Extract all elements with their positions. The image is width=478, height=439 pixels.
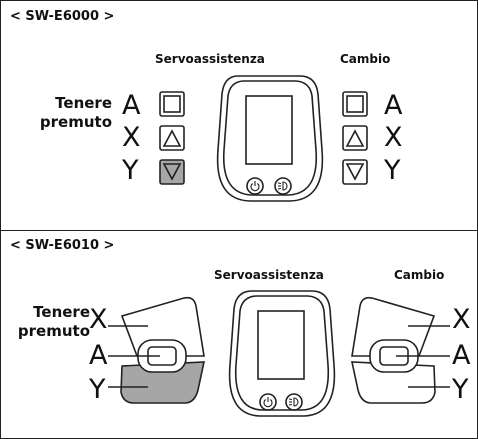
- paddle-upper[interactable]: [351, 296, 436, 357]
- assist-button-a[interactable]: [159, 91, 185, 117]
- power-button[interactable]: [259, 393, 277, 411]
- display-unit-e6000: [216, 75, 324, 202]
- letter-left-x: X: [122, 122, 141, 153]
- assist-button-x[interactable]: [159, 125, 185, 151]
- letter-right-a: A: [384, 90, 403, 121]
- display-housing-inner: [234, 295, 330, 411]
- shift-column-title: Cambio: [394, 268, 445, 282]
- display-housing-inner: [222, 80, 318, 196]
- shift-button-a[interactable]: [342, 91, 368, 117]
- paddle-lower[interactable]: [120, 361, 206, 404]
- shift-column-title: Cambio: [340, 52, 391, 66]
- paddle-upper[interactable]: [120, 296, 205, 357]
- assist-switch-e6010: [108, 296, 206, 404]
- square-icon: [346, 95, 364, 113]
- down-triangle-icon: [345, 163, 365, 181]
- shift-switch-e6010: [350, 296, 450, 404]
- power-button[interactable]: [246, 177, 264, 195]
- section-title-sw-e6010: < SW-E6010 >: [10, 238, 115, 253]
- light-button[interactable]: [285, 393, 303, 411]
- display-unit-e6010: [228, 290, 336, 417]
- letter-right-y: Y: [452, 374, 469, 405]
- hold-label: Tenere premuto: [40, 94, 112, 132]
- square-icon: [163, 95, 181, 113]
- up-triangle-icon: [162, 129, 182, 147]
- letter-right-y: Y: [384, 155, 401, 186]
- up-triangle-icon: [345, 129, 365, 147]
- power-icon: [250, 181, 260, 192]
- hold-label-line2: premuto: [17, 322, 90, 340]
- shift-button-y[interactable]: [342, 159, 368, 185]
- light-button[interactable]: [274, 177, 292, 195]
- letter-left-x: X: [89, 304, 108, 335]
- display-screen: [245, 95, 293, 165]
- hold-label-line1: Tenere: [55, 94, 112, 112]
- shift-switch-e6000: [342, 91, 368, 185]
- down-triangle-icon: [162, 163, 182, 181]
- shift-button-x[interactable]: [342, 125, 368, 151]
- letter-left-a: A: [89, 340, 108, 371]
- letter-left-a: A: [122, 90, 141, 121]
- hold-label-line2: premuto: [39, 113, 112, 131]
- letter-left-y: Y: [89, 374, 106, 405]
- hold-label: Tenere premuto: [18, 303, 90, 341]
- letter-right-a: A: [452, 340, 471, 371]
- hold-label-line1: Tenere: [33, 303, 90, 321]
- section-divider: [0, 230, 478, 231]
- letter-right-x: X: [384, 122, 403, 153]
- assist-switch-e6000: [159, 91, 185, 185]
- light-icon: [277, 181, 288, 191]
- assist-column-title: Servoassistenza: [155, 52, 265, 66]
- display-screen: [257, 310, 305, 380]
- power-icon: [263, 397, 273, 408]
- display-housing: [228, 290, 336, 417]
- letter-left-y: Y: [122, 155, 139, 186]
- paddle-lower[interactable]: [350, 361, 436, 404]
- assist-button-y[interactable]: [159, 159, 185, 185]
- light-icon: [288, 397, 299, 407]
- letter-right-x: X: [452, 304, 471, 335]
- section-title-sw-e6000: < SW-E6000 >: [10, 9, 115, 24]
- assist-column-title: Servoassistenza: [214, 268, 324, 282]
- display-housing: [216, 75, 324, 202]
